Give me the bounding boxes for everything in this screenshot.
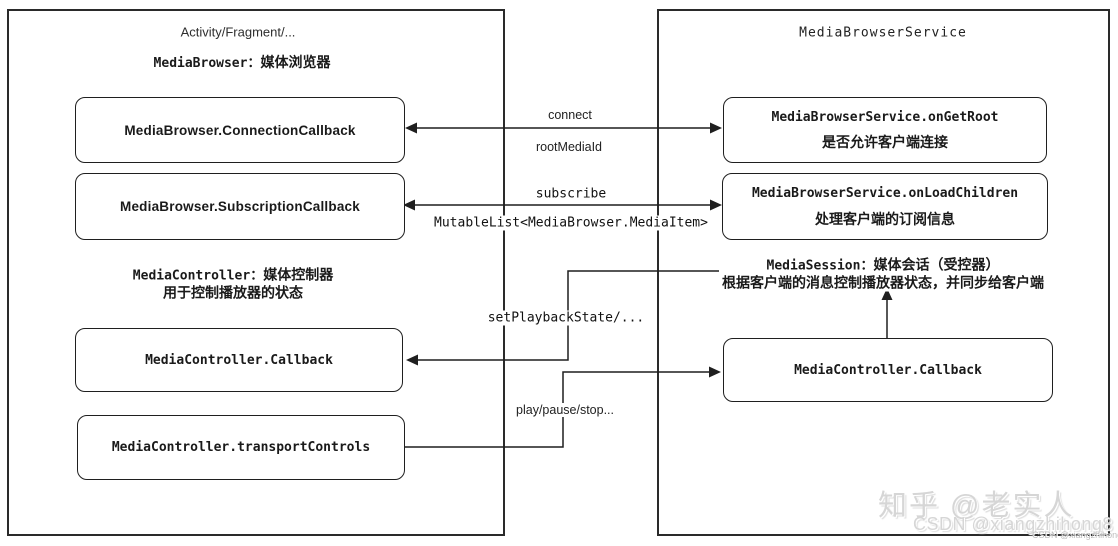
media-controller-heading-desc: 用于控制播放器的状态 [163, 284, 303, 301]
service-panel-title: MediaBrowserService [796, 25, 970, 41]
on-load-children-box: MediaBrowserService.onLoadChildren 处理客户端… [722, 173, 1048, 240]
transport-controls-label: MediaController.transportControls [111, 440, 371, 455]
connection-callback-label: MediaBrowser.ConnectionCallback [124, 122, 356, 138]
on-get-root-box: MediaBrowserService.onGetRoot 是否允许客户端连接 [723, 97, 1047, 163]
media-browser-heading-cn: 媒体浏览器 [260, 54, 331, 70]
media-controller-heading: MediaController：媒体控制器 用于控制播放器的状态 [129, 266, 337, 302]
client-controller-callback-box: MediaController.Callback [75, 328, 403, 392]
media-session-heading: MediaSession：媒体会话（受控器） 根据客户端的消息控制播放器状态，并… [719, 256, 1047, 292]
csdn-watermark: CSDN @xiangzhihong8 [913, 514, 1113, 534]
client-panel-title: Activity/Fragment/... [177, 24, 299, 40]
media-browser-heading-code: MediaBrowser： [153, 56, 261, 71]
on-get-root-desc: 是否允许客户端连接 [822, 134, 948, 150]
media-controller-heading-code: MediaController： [132, 268, 264, 284]
connection-callback-box: MediaBrowser.ConnectionCallback [75, 97, 405, 163]
mutable-list-label: MutableList<MediaBrowser.MediaItem> [431, 215, 711, 231]
zhihu-watermark: 知乎 @老实人 [878, 490, 1075, 522]
media-session-heading-cn: 媒体会话（受控器） [873, 256, 1000, 273]
csdn-small-watermark: CSDN @xiangzhihong8 [1032, 530, 1118, 540]
subscription-callback-label: MediaBrowser.SubscriptionCallback [120, 199, 360, 214]
play-pause-stop-label: play/pause/stop... [513, 403, 617, 417]
media-session-heading-code: MediaSession： [766, 258, 874, 274]
set-playback-state-label: setPlaybackState/... [484, 310, 648, 326]
service-controller-callback-box: MediaController.Callback [723, 338, 1053, 402]
on-get-root-label: MediaBrowserService.onGetRoot [771, 110, 999, 125]
client-controller-callback-label: MediaController.Callback [145, 352, 333, 368]
on-load-children-label: MediaBrowserService.onLoadChildren [751, 186, 1019, 201]
on-load-children-desc: 处理客户端的订阅信息 [815, 211, 955, 227]
service-controller-callback-label: MediaController.Callback [794, 362, 982, 378]
subscription-callback-box: MediaBrowser.SubscriptionCallback [75, 173, 405, 240]
media-session-heading-desc: 根据客户端的消息控制播放器状态，并同步给客户端 [722, 274, 1044, 291]
subscribe-label: subscribe [532, 186, 610, 202]
transport-controls-box: MediaController.transportControls [77, 415, 405, 480]
connect-label: connect [545, 108, 595, 122]
media-controller-heading-cn: 媒体控制器 [263, 266, 334, 283]
media-browser-heading: MediaBrowser：媒体浏览器 [150, 54, 334, 72]
root-media-id-label: rootMediaId [532, 140, 606, 154]
